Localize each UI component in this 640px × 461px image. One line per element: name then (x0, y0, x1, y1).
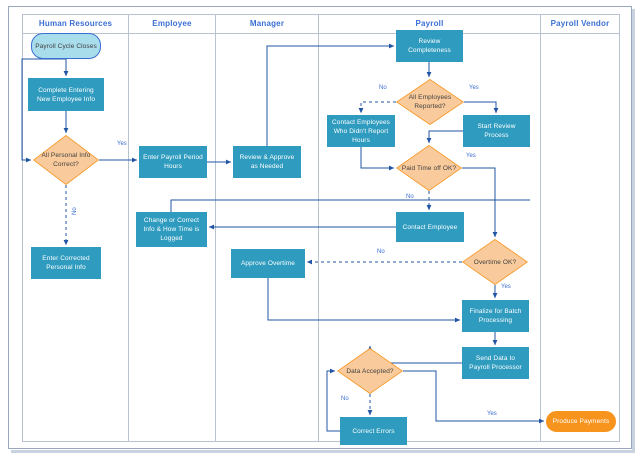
node-correct-errors[interactable]: Correct Errors (340, 417, 407, 445)
swimlane-header-manager: Manager (216, 15, 318, 34)
node-label: Review & Approve as Needed (239, 154, 295, 170)
node-label: Overtime OK? (473, 258, 517, 266)
diamond-shape (337, 348, 403, 394)
node-payroll-cycle-closes[interactable]: Payroll Cycle Closes (31, 33, 101, 59)
edge-label-no-personal-info: No (72, 207, 78, 215)
node-data-accepted[interactable]: Data Accepted? (337, 348, 403, 394)
node-enter-corrected-personal-info[interactable]: Enter Corrected Personal Info (31, 247, 101, 279)
node-approve-overtime[interactable]: Approve Overtime (231, 249, 305, 278)
swimlane-header-human-resources: Human Resources (23, 15, 128, 34)
edge-label-yes-all-employees: Yes (469, 85, 479, 91)
node-label: Finalize for Batch Processing (469, 308, 522, 324)
node-label: Send Data to Payroll Processor (469, 355, 522, 371)
node-label: Complete Entering New Employee Info (36, 86, 96, 103)
node-label: Approve Overtime (241, 260, 295, 267)
node-start-review-process[interactable]: Start Review Process (463, 115, 530, 147)
node-label: All Personal Info Correct? (41, 152, 91, 168)
node-contact-employees-no-hours[interactable]: Contact Employees Who Didn't Report Hour… (327, 115, 395, 147)
frame-shadow-bottom (11, 450, 635, 453)
node-label: Contact Employees Who Didn't Report Hour… (331, 118, 391, 144)
node-review-completeness[interactable]: Review Completeness (396, 30, 463, 62)
node-overtime-ok[interactable]: Overtime OK? (462, 239, 528, 285)
node-review-approve-as-needed[interactable]: Review & Approve as Needed (233, 146, 301, 178)
edge-label-no-all-employees: No (379, 85, 387, 91)
diamond-shape (396, 145, 462, 191)
node-label: Enter Payroll Period Hours (143, 154, 203, 170)
node-enter-payroll-period-hours[interactable]: Enter Payroll Period Hours (139, 146, 207, 178)
node-label: Review Completeness (408, 38, 451, 54)
node-label: Enter Corrected Personal Info (42, 255, 90, 271)
swimlane-payroll-vendor: Payroll Vendor (540, 14, 620, 442)
diamond-shape (462, 239, 528, 285)
node-label: Paid Time off OK? (401, 164, 457, 172)
node-label: Change or Correct Info & How Time is Log… (143, 217, 200, 242)
swimlane-header-employee: Employee (129, 15, 215, 34)
node-label: Payroll Cycle Closes (35, 42, 97, 50)
diamond-shape (396, 79, 464, 125)
edge-label-yes-data-accepted: Yes (487, 411, 497, 417)
node-label: Contact Employee (402, 223, 458, 231)
edge-label-no-overtime: No (377, 249, 385, 255)
node-all-employees-reported[interactable]: All Employees Reported? (396, 79, 464, 125)
node-produce-payments[interactable]: Produce Payments (546, 411, 616, 432)
diamond-shape (33, 135, 99, 185)
node-label: Produce Payments (552, 418, 610, 425)
edge-label-yes-paid-time-off: Yes (466, 153, 476, 159)
frame-shadow-right (632, 9, 635, 453)
node-complete-entering-info[interactable]: Complete Entering New Employee Info (28, 78, 104, 111)
node-send-data-to-payroll-processor[interactable]: Send Data to Payroll Processor (462, 347, 529, 379)
node-change-or-correct-info[interactable]: Change or Correct Info & How Time is Log… (136, 212, 207, 247)
node-all-personal-info-correct[interactable]: All Personal Info Correct? (33, 135, 99, 185)
node-label: Correct Errors (352, 427, 395, 435)
edge-label-yes-overtime: Yes (501, 284, 511, 290)
swimlane-manager: Manager (215, 14, 318, 442)
edge-label-no-paid-time-off: No (406, 194, 414, 200)
node-label: Data Accepted? (346, 367, 394, 375)
node-finalize-for-batch-processing[interactable]: Finalize for Batch Processing (462, 300, 529, 332)
node-label: All Employees Reported? (408, 94, 452, 110)
node-paid-time-off-ok[interactable]: Paid Time off OK? (396, 145, 462, 191)
node-contact-employee[interactable]: Contact Employee (396, 212, 464, 242)
swimlane-header-payroll-vendor: Payroll Vendor (541, 15, 619, 34)
node-label: Start Review Process (477, 123, 516, 139)
edge-label-no-data-accepted: No (341, 396, 349, 402)
swimlane-employee: Employee (128, 14, 215, 442)
edge-label-yes-personal-info: Yes (117, 141, 127, 147)
